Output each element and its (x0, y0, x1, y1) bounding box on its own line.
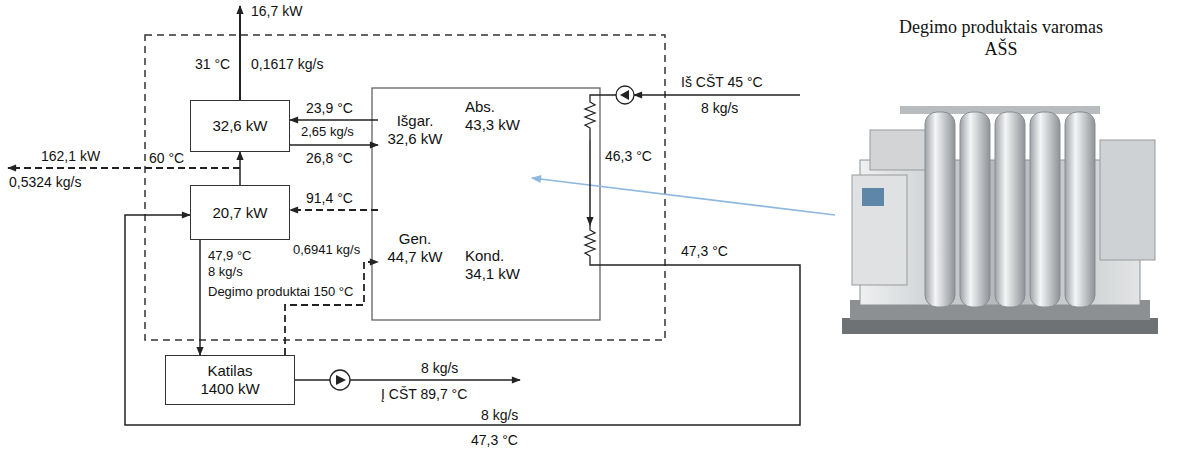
value-label: Degimo produktai 150 °C (207, 284, 354, 299)
pipe-connector (290, 209, 378, 211)
box-title: Gen. (399, 230, 432, 248)
value-label: 2,65 kg/s (300, 124, 355, 139)
chiller-section: Abs.43,3 kW (455, 92, 598, 140)
value-label: Iš CŠT 45 °C (680, 74, 764, 90)
return-pipe (634, 94, 800, 96)
value-label: 8 kg/s (207, 264, 244, 279)
pump-symbol (330, 370, 350, 390)
box-title: Išgar. (397, 112, 434, 130)
box-title: 32,6 kW (212, 117, 267, 135)
heat-exchanger-box: 20,7 kW (190, 185, 290, 240)
value-label: 0,5324 kg/s (8, 174, 82, 190)
box-title: 20,7 kW (212, 204, 267, 222)
edge-label: 23,9 °C (305, 100, 354, 116)
absorber-coil (585, 95, 616, 140)
pipe-connector (125, 215, 800, 425)
edge-label: 46,3 °C (604, 148, 653, 164)
heat-exchanger-box: 32,6 kW (190, 100, 290, 152)
value-label: Į CŠT 89,7 °C (380, 386, 468, 402)
supply-pipe (350, 379, 520, 381)
chiller-housing (372, 88, 600, 320)
supply-pipe (295, 379, 330, 381)
boiler-box: Katilas1400 kW (165, 355, 295, 405)
condenser-coil (585, 225, 598, 265)
box-value: 34,1 kW (465, 265, 520, 283)
value-label: 60 °C (148, 150, 185, 166)
chiller-section: Gen.44,7 kW (378, 195, 452, 300)
pipe-connector (239, 152, 241, 185)
pipe-connector (199, 240, 201, 355)
chiller-illustration (842, 106, 1158, 334)
value-label: 0,1617 kg/s (250, 56, 324, 72)
edge-label: 47,9 °C (207, 248, 253, 263)
pipe-connector (589, 140, 591, 225)
pump-symbol (620, 90, 629, 100)
edge-label: 26,8 °C (305, 150, 354, 166)
value-label: 31 °C (194, 56, 231, 72)
pump-symbol (336, 375, 346, 385)
illustration-caption: Degimo produktais varomas AŠS (885, 16, 1117, 60)
value-label: 16,7 kW (250, 3, 303, 19)
box-value: 43,3 kW (465, 116, 520, 134)
edge-label: 47,3 °C (470, 432, 519, 448)
flue-branch (8, 167, 240, 169)
box-value: 44,7 kW (387, 248, 442, 266)
value-label: 8 kg/s (480, 407, 519, 423)
box-value: 32,6 kW (387, 130, 442, 148)
pipe-connector (290, 144, 378, 146)
box-title: Kond. (465, 247, 504, 265)
pump-symbol (616, 86, 634, 104)
box-title: Abs. (465, 98, 495, 116)
value-label: 8 kg/s (420, 360, 459, 376)
edge-label: 0,6941 kg/s (292, 242, 361, 257)
flue-outlet (239, 6, 241, 100)
pipe-connector (290, 119, 378, 121)
value-label: 162,1 kW (40, 148, 101, 164)
chiller-section: Kond.34,1 kW (455, 225, 598, 305)
connector-layer (125, 120, 800, 425)
box-title: Katilas (207, 362, 252, 380)
pipe-connector (285, 262, 378, 355)
box-value: 1400 kW (200, 380, 259, 398)
edge-label: 91,4 °C (305, 190, 354, 206)
value-label: 8 kg/s (700, 100, 739, 116)
system-boundary (145, 35, 665, 340)
value-label: 47,3 °C (680, 243, 729, 259)
chiller-section: Išgar.32,6 kW (378, 95, 452, 165)
pointer-arrow (532, 178, 835, 215)
